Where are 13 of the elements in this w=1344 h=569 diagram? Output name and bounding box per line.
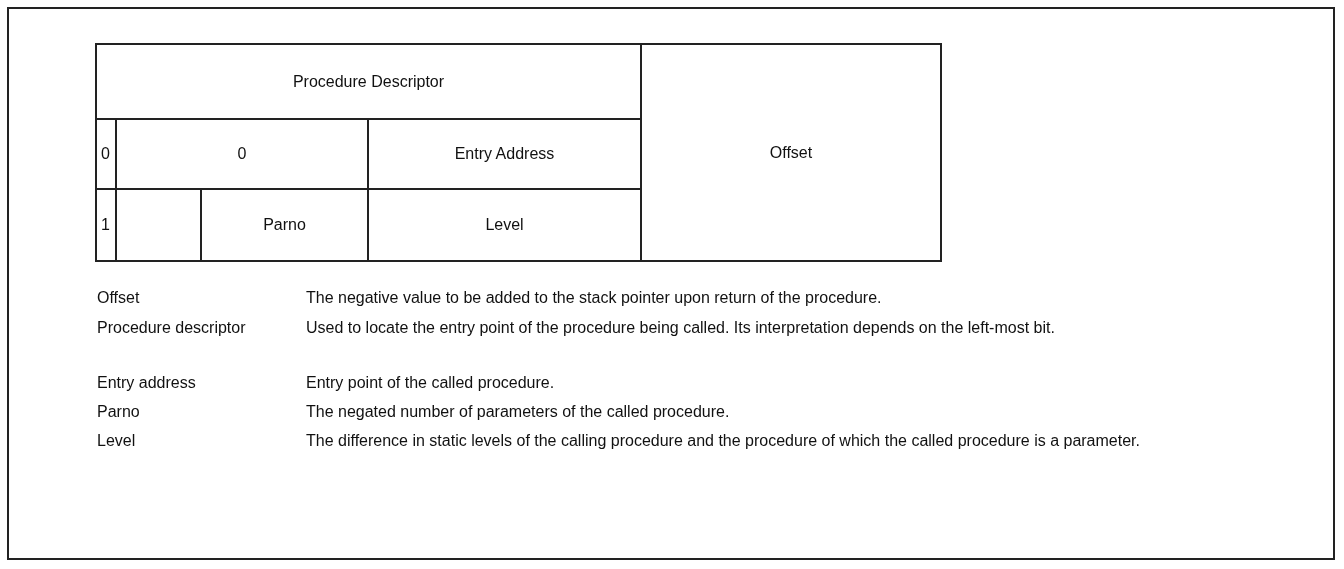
definition-text: The difference in static levels of the calling procedure and the procedure of which the called procedure is a parameter. (306, 431, 1141, 450)
definition-text: Used to locate the entry point of the procedure being called. Its interpretation depends on the left-most bit. (306, 318, 1056, 337)
term-label: Level (97, 431, 136, 450)
term-label: Entry address (97, 373, 196, 392)
term-label: Procedure descriptor (97, 318, 246, 337)
term-label: Parno (97, 402, 140, 421)
definition-text: The negative value to be added to the stack pointer upon return of the procedure. (306, 288, 883, 307)
table-cell: Procedure Descriptor (95, 43, 642, 120)
term-label: Offset (97, 288, 140, 307)
definition-text: The negated number of parameters of the called procedure. (306, 402, 731, 421)
definition-text: Entry point of the called procedure. (306, 373, 556, 392)
table-cell: 1 (95, 188, 117, 262)
table-cell: Offset (640, 43, 942, 262)
